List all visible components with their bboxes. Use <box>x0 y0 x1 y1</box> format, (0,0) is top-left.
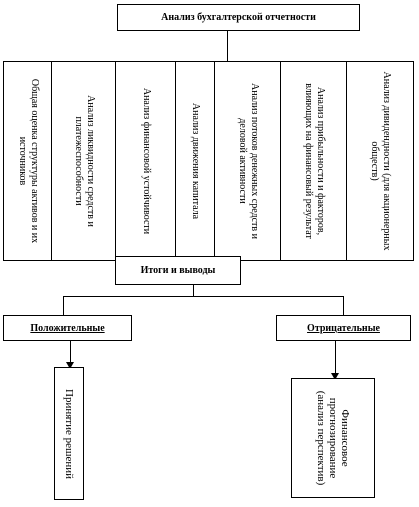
analysis-item-2-text: Анализ ликвидности средств и платежеспос… <box>72 95 96 227</box>
decision-text: Принятие решений <box>63 388 75 479</box>
negative-box: Отрицательные <box>276 315 411 341</box>
decision-box: Принятие решений <box>54 367 84 500</box>
analysis-item-6: Анализ прибыльности и факторов, влияющих… <box>280 61 347 261</box>
connector-branch-horizontal <box>63 296 343 297</box>
analysis-item-4: Анализ движения капитала <box>175 61 215 261</box>
connector-to-positive <box>63 296 64 315</box>
analysis-item-6-text: Анализ прибыльности и факторов, влияющих… <box>302 83 326 239</box>
connector-to-negative <box>343 296 344 315</box>
connector-negative-down <box>335 341 336 377</box>
forecast-box: Финансовое прогнозирование (анализ персп… <box>291 378 375 498</box>
connector-results-down <box>193 285 194 296</box>
analysis-item-5: Анализ потоков денежных средств и делово… <box>214 61 281 261</box>
analysis-item-1-text: Общая оценка структуры активов и их исто… <box>16 78 40 244</box>
positive-box: Положительные <box>3 315 132 341</box>
arrow-to-decision <box>66 362 74 369</box>
connector-positive-down <box>70 341 71 365</box>
results-box: Итоги и выводы <box>115 256 241 285</box>
title-text: Анализ бухгалтерской отчетности <box>161 12 316 23</box>
analysis-item-3-text: Анализ финансовой устойчивости <box>140 87 152 235</box>
analysis-item-3: Анализ финансовой устойчивости <box>115 61 176 261</box>
negative-text: Отрицательные <box>307 322 380 334</box>
positive-text: Положительные <box>30 322 105 334</box>
analysis-item-2: Анализ ликвидности средств и платежеспос… <box>51 61 116 261</box>
forecast-text: Финансовое прогнозирование (анализ персп… <box>315 390 351 486</box>
analysis-item-7: Анализ дивидендности (для акционерных об… <box>346 61 414 261</box>
analysis-item-4-text: Анализ движения капитала <box>190 102 201 220</box>
analysis-item-5-text: Анализ потоков денежных средств и делово… <box>236 83 260 239</box>
results-text: Итоги и выводы <box>140 265 216 276</box>
arrow-to-forecast <box>331 373 339 380</box>
connector-title-down <box>227 31 228 61</box>
title-box: Анализ бухгалтерской отчетности <box>117 4 360 31</box>
analysis-item-1: Общая оценка структуры активов и их исто… <box>3 61 52 261</box>
analysis-item-7-text: Анализ дивидендности (для акционерных об… <box>369 71 392 251</box>
